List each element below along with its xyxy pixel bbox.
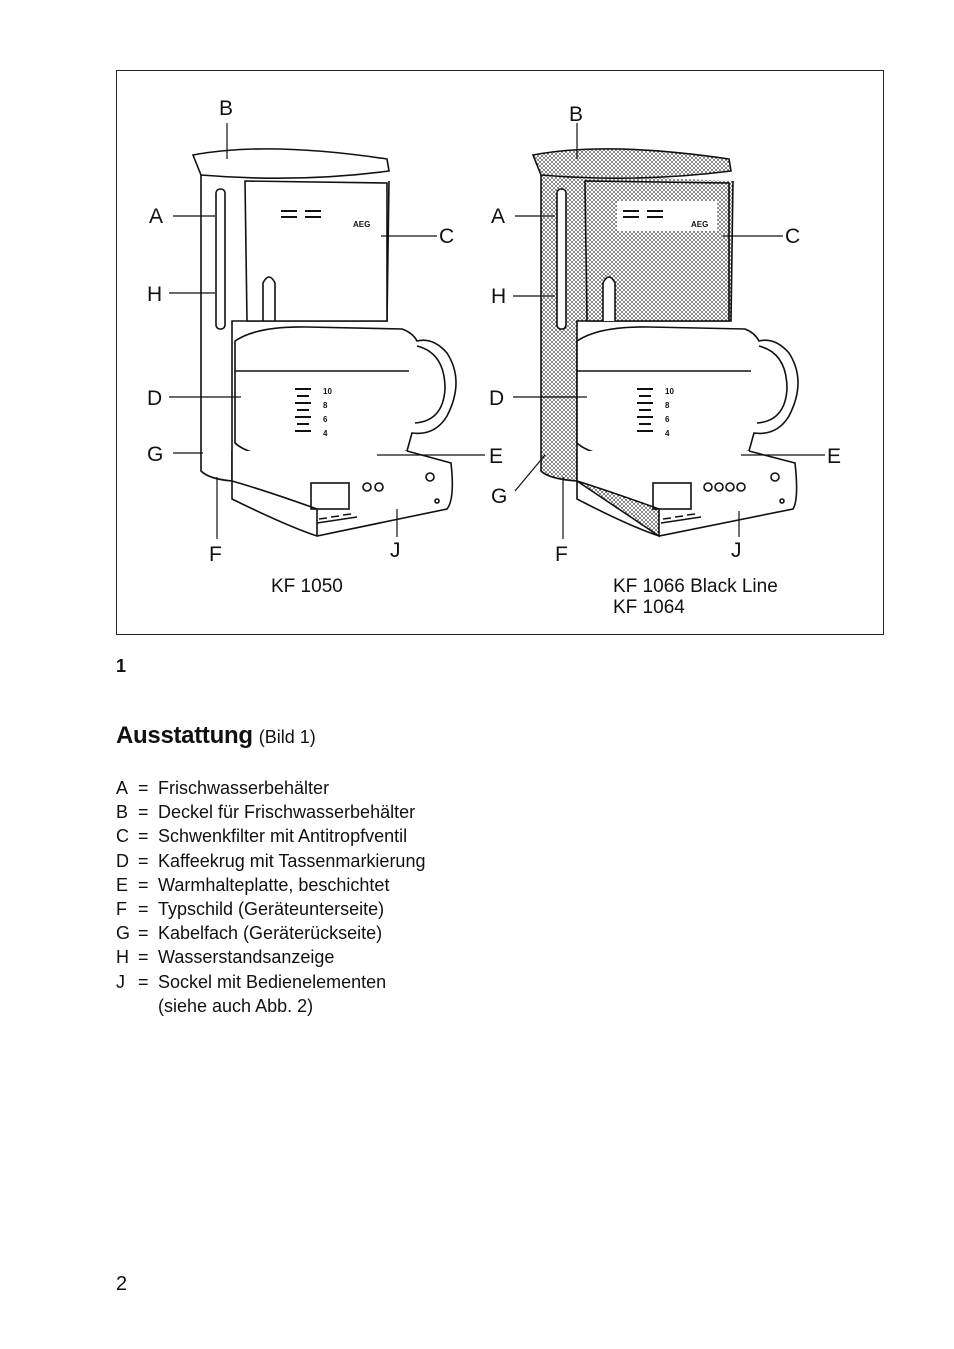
- label-a-right: A: [491, 205, 505, 228]
- caption-right-line2: KF 1064: [613, 597, 685, 618]
- label-h-right: H: [491, 285, 506, 308]
- svg-text:4: 4: [665, 429, 670, 438]
- label-g-left: G: [147, 443, 163, 466]
- legend-text: Deckel für Frischwasserbehälter: [158, 802, 416, 823]
- legend-item: G=Kabelfach (Geräterückseite): [116, 921, 616, 945]
- legend-item: F=Typschild (Geräteunterseite): [116, 897, 616, 921]
- svg-text:6: 6: [665, 415, 670, 424]
- legend-text: Frischwasserbehälter: [158, 778, 330, 798]
- legend-item: B=Deckel für Frischwasserbehälter: [116, 800, 616, 824]
- label-f-right: F: [555, 543, 568, 566]
- label-j-right: J: [731, 539, 742, 562]
- svg-text:6: 6: [323, 415, 328, 424]
- legend-key: C: [116, 826, 129, 847]
- legend-continuation: (siehe auch Abb. 2): [158, 995, 314, 1016]
- legend-key: F: [116, 899, 127, 920]
- legend-item: E=Warmhalteplatte, beschichtet: [116, 873, 616, 897]
- svg-text:4: 4: [323, 429, 328, 438]
- legend-text: Schwenkfilter mit Antitropfventil: [158, 826, 408, 847]
- legend-text: Kaffeekrug mit Tassenmarkierung: [158, 850, 426, 871]
- coffee-machine-illustration: AEG 10 8 6 4 B A C H D G F J: [147, 97, 841, 566]
- legend-item: C=Schwenkfilter mit Antitropfventil: [116, 824, 616, 848]
- svg-text:8: 8: [665, 401, 670, 410]
- leaders-right: [377, 123, 825, 539]
- legend-key: H: [116, 947, 129, 968]
- label-a-left: A: [149, 205, 163, 228]
- legend-key: E: [116, 874, 129, 895]
- svg-text:8: 8: [323, 401, 328, 410]
- machine-right: [531, 148, 799, 538]
- label-b-left: B: [219, 97, 233, 120]
- label-c-left: C: [439, 225, 454, 248]
- legend-list: A=Frischwasserbehälter B=Deckel für Fris…: [116, 776, 616, 1018]
- label-g-right: G: [491, 485, 507, 508]
- label-c-right: C: [785, 225, 800, 248]
- legend-key: A: [116, 778, 129, 798]
- machine-left: [191, 148, 457, 537]
- section-subtitle: (Bild 1): [258, 727, 316, 747]
- section-title: Ausstattung: [116, 722, 253, 749]
- legend-item: J=Sockel mit Bedienelementen: [116, 970, 616, 994]
- page-number: 2: [116, 1273, 128, 1295]
- scale-right: 10 8 6 4: [665, 387, 674, 438]
- legend-key: D: [116, 850, 129, 871]
- figure-frame: AEG 10 8 6 4 B A C H D G F J: [116, 70, 884, 635]
- label-d-left: D: [147, 387, 162, 410]
- leaders-left: [169, 123, 437, 539]
- label-j-left: J: [390, 539, 401, 562]
- brand-left: AEG: [353, 220, 370, 229]
- caption-left: KF 1050: [271, 576, 343, 597]
- legend-key: G: [116, 923, 131, 944]
- label-h-left: H: [147, 283, 162, 306]
- legend-item: D=Kaffeekrug mit Tassenmarkierung: [116, 849, 616, 873]
- svg-text:10: 10: [323, 387, 332, 396]
- legend-key: J: [116, 971, 125, 992]
- legend-text: Sockel mit Bedienelementen: [158, 971, 387, 992]
- legend-text: Warmhalteplatte, beschichtet: [158, 874, 390, 895]
- label-f-left: F: [209, 543, 222, 566]
- brand-right: AEG: [691, 220, 708, 229]
- label-d-right: D: [489, 387, 504, 410]
- legend-text: Wasserstandsanzeige: [158, 947, 335, 968]
- legend-text: Kabelfach (Geräterückseite): [158, 923, 383, 944]
- legend-item: H=Wasserstandsanzeige: [116, 945, 616, 969]
- label-e-right: E: [827, 445, 841, 468]
- svg-text:10: 10: [665, 387, 674, 396]
- label-e-left: E: [489, 445, 503, 468]
- scale-left: 10 8 6 4: [323, 387, 332, 438]
- section-heading: Ausstattung(Bild 1): [116, 722, 316, 750]
- caption-right-line1: KF 1066 Black Line: [613, 576, 778, 597]
- figure-number: 1: [116, 656, 127, 676]
- label-b-right: B: [569, 103, 583, 126]
- legend-item: A=Frischwasserbehälter: [116, 776, 616, 800]
- legend-key: B: [116, 802, 129, 823]
- legend-text: Typschild (Geräteunterseite): [158, 899, 385, 920]
